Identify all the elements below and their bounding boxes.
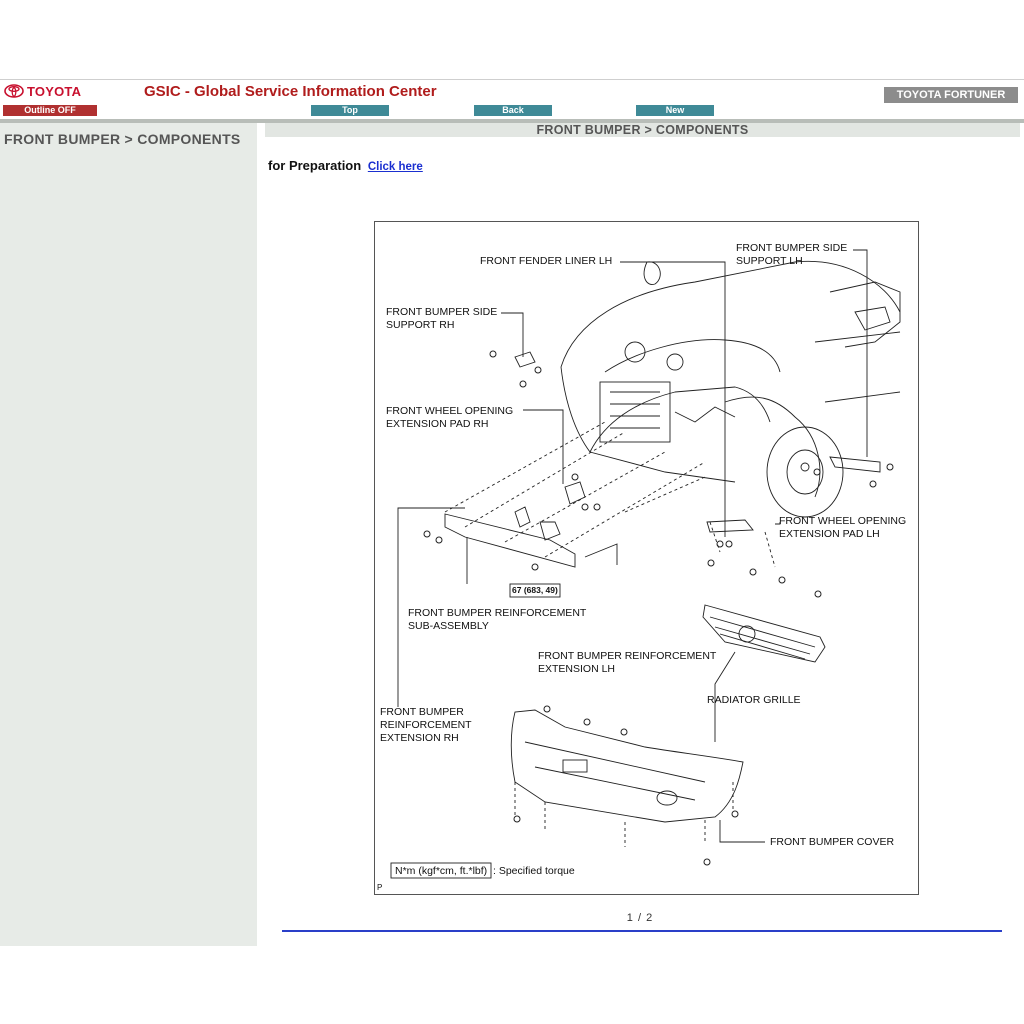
toyota-logo[interactable]: TOYOTA (4, 82, 81, 100)
label-wheel-pad-rh: FRONT WHEEL OPENING EXTENSION PAD RH (386, 405, 514, 430)
header-divider (0, 119, 1024, 123)
toyota-emblem-icon (4, 84, 24, 98)
label-front-bumper-cover: FRONT BUMPER COVER (770, 836, 895, 848)
torque-legend-text: : Specified torque (493, 865, 575, 877)
top-bar: TOYOTA Outline OFF GSIC - Global Service… (0, 79, 1024, 121)
label-wheel-pad-lh: FRONT WHEEL OPENING EXTENSION PAD LH (779, 515, 907, 540)
new-button[interactable]: New (636, 105, 714, 116)
preparation-text: for Preparation (268, 158, 362, 173)
outline-toggle-button[interactable]: Outline OFF (3, 105, 97, 116)
page-indicator: 1 / 2 (626, 912, 654, 924)
footer-divider (282, 930, 1002, 932)
label-side-support-rh: FRONT BUMPER SIDE SUPPORT RH (386, 306, 498, 331)
back-button[interactable]: Back (474, 105, 552, 116)
label-radiator-grille: RADIATOR GRILLE (707, 694, 801, 706)
preparation-link[interactable]: Click here (367, 161, 423, 173)
sidebar-title[interactable]: FRONT BUMPER > COMPONENTS (4, 131, 241, 147)
label-reinforcement-sub-assembly: FRONT BUMPER REINFORCEMENT SUB-ASSEMBLY (408, 607, 587, 632)
label-side-support-lh: FRONT BUMPER SIDE SUPPORT LH (736, 242, 848, 267)
vehicle-badge: TOYOTA FORTUNER (884, 87, 1018, 103)
torque-spec: 67 (683, 49) (512, 585, 558, 595)
label-reinforcement-extension-lh: FRONT BUMPER REINFORCEMENT EXTENSION LH (538, 650, 717, 675)
top-button[interactable]: Top (311, 105, 389, 116)
preparation-line: for Preparation Click here (268, 158, 423, 173)
sidebar: FRONT BUMPER > COMPONENTS (0, 123, 257, 946)
torque-legend-box: N*m (kgf*cm, ft.*lbf) (395, 865, 488, 877)
label-front-fender-liner-lh: FRONT FENDER LINER LH (480, 255, 613, 267)
components-diagram: FRONT FENDER LINER LH FRONT BUMPER SIDE … (374, 221, 919, 895)
diagram-artwork (390, 249, 901, 879)
label-reinforcement-extension-rh: FRONT BUMPER REINFORCEMENT EXTENSION RH (380, 706, 472, 744)
brand-name: TOYOTA (27, 83, 82, 99)
app-title: GSIC - Global Service Information Center (144, 83, 437, 100)
page-title: FRONT BUMPER > COMPONENTS (265, 123, 1020, 137)
diagram-corner-mark: P (377, 883, 383, 892)
